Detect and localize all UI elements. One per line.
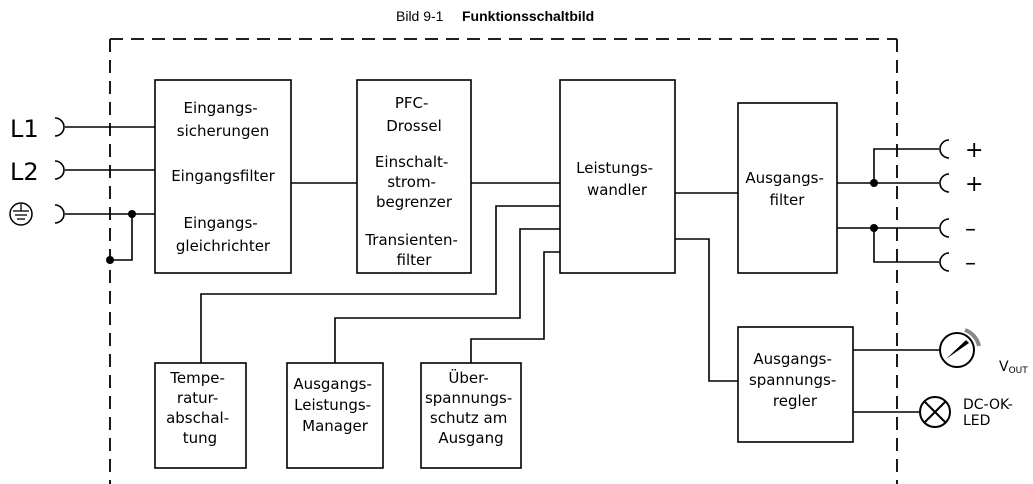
socket-minus-1-icon (939, 218, 950, 238)
block-pfc-stage: PFC- Drossel Einschalt- strom- begrenzer… (356, 79, 472, 274)
socket-l2-icon (54, 160, 65, 180)
block-overvoltage-protection-label: Über- spannungs- schutz am Ausgang (425, 368, 517, 447)
block-power-manager: Ausgangs- Leistungs- Manager (286, 362, 384, 469)
junction-pe (128, 210, 136, 218)
socket-minus-2-icon (939, 252, 950, 272)
wire-converter-to-regulator (675, 238, 738, 382)
block-voltage-regulator-label: Ausgangs- spannungs- regler (749, 350, 841, 410)
wire-manager-feedback (334, 228, 560, 363)
block-temperature-shutdown: Tempe- ratur- abschal- tung (154, 362, 247, 469)
block-input-rectifier-label: Eingangs- gleichrichter (176, 214, 271, 255)
wire-plus-1 (873, 148, 939, 183)
block-power-manager-label: Ausgangs- Leistungs- Manager (293, 375, 376, 435)
caption-prefix: Bild 9-1 (396, 8, 444, 24)
junction-minus (870, 224, 878, 232)
wire-minus-2 (873, 228, 939, 263)
block-input-stage: Eingangs- sicherungen Eingangsfilter Ein… (154, 79, 292, 274)
wire-overvoltage-feedback (470, 251, 560, 363)
block-pfc-transient-label: Transienten- filter (364, 231, 462, 269)
vout-label: VOUT (999, 359, 1028, 376)
terminal-minus-2-label: – (965, 251, 976, 276)
block-power-converter: Leistungs- wandler (559, 79, 676, 274)
input-terminals: L1 L2 (9, 115, 65, 226)
terminal-plus-2-label: + (965, 172, 983, 197)
terminal-plus-1-label: + (965, 138, 983, 163)
dcok-led-label: DC-OK- LED (963, 397, 1017, 429)
wiring (65, 126, 939, 413)
socket-l1-icon (54, 117, 65, 137)
socket-plus-1-icon (939, 139, 950, 159)
block-power-converter-label: Leistungs- wandler (576, 159, 658, 199)
figure-caption: Bild 9-1 Funktionsschaltbild (396, 8, 594, 24)
block-output-filter-label: Ausgangs- filter (745, 169, 828, 209)
wire-temperature-feedback (200, 205, 560, 363)
voltmeter-icon (939, 328, 981, 368)
block-input-filter-label: Eingangsfilter (171, 167, 275, 185)
block-pfc-choke-label: PFC- Drossel (386, 94, 442, 135)
terminal-l1-label: L1 (10, 115, 39, 143)
block-overvoltage-protection: Über- spannungs- schutz am Ausgang (420, 362, 522, 469)
ground-icon (9, 202, 33, 226)
block-pfc-limiter-label: Einschalt- strom- begrenzer (375, 153, 453, 211)
junction-housing (106, 256, 114, 264)
socket-plus-2-icon (939, 173, 950, 193)
terminal-minus-1-label: – (965, 217, 976, 242)
junctions (106, 179, 878, 264)
block-output-filter: Ausgangs- filter (737, 102, 838, 274)
output-terminals: + + – – (939, 138, 983, 276)
junction-plus (870, 179, 878, 187)
terminal-l2-label: L2 (10, 158, 39, 186)
block-temperature-shutdown-label: Tempe- ratur- abschal- tung (166, 369, 234, 447)
wire-pe-to-housing (110, 214, 133, 261)
caption-title: Funktionsschaltbild (462, 8, 594, 24)
block-voltage-regulator: Ausgangs- spannungs- regler (737, 326, 854, 443)
lamp-icon (919, 396, 951, 428)
socket-pe-icon (54, 204, 65, 224)
block-input-fuse-label: Eingangs- sicherungen (177, 99, 269, 140)
